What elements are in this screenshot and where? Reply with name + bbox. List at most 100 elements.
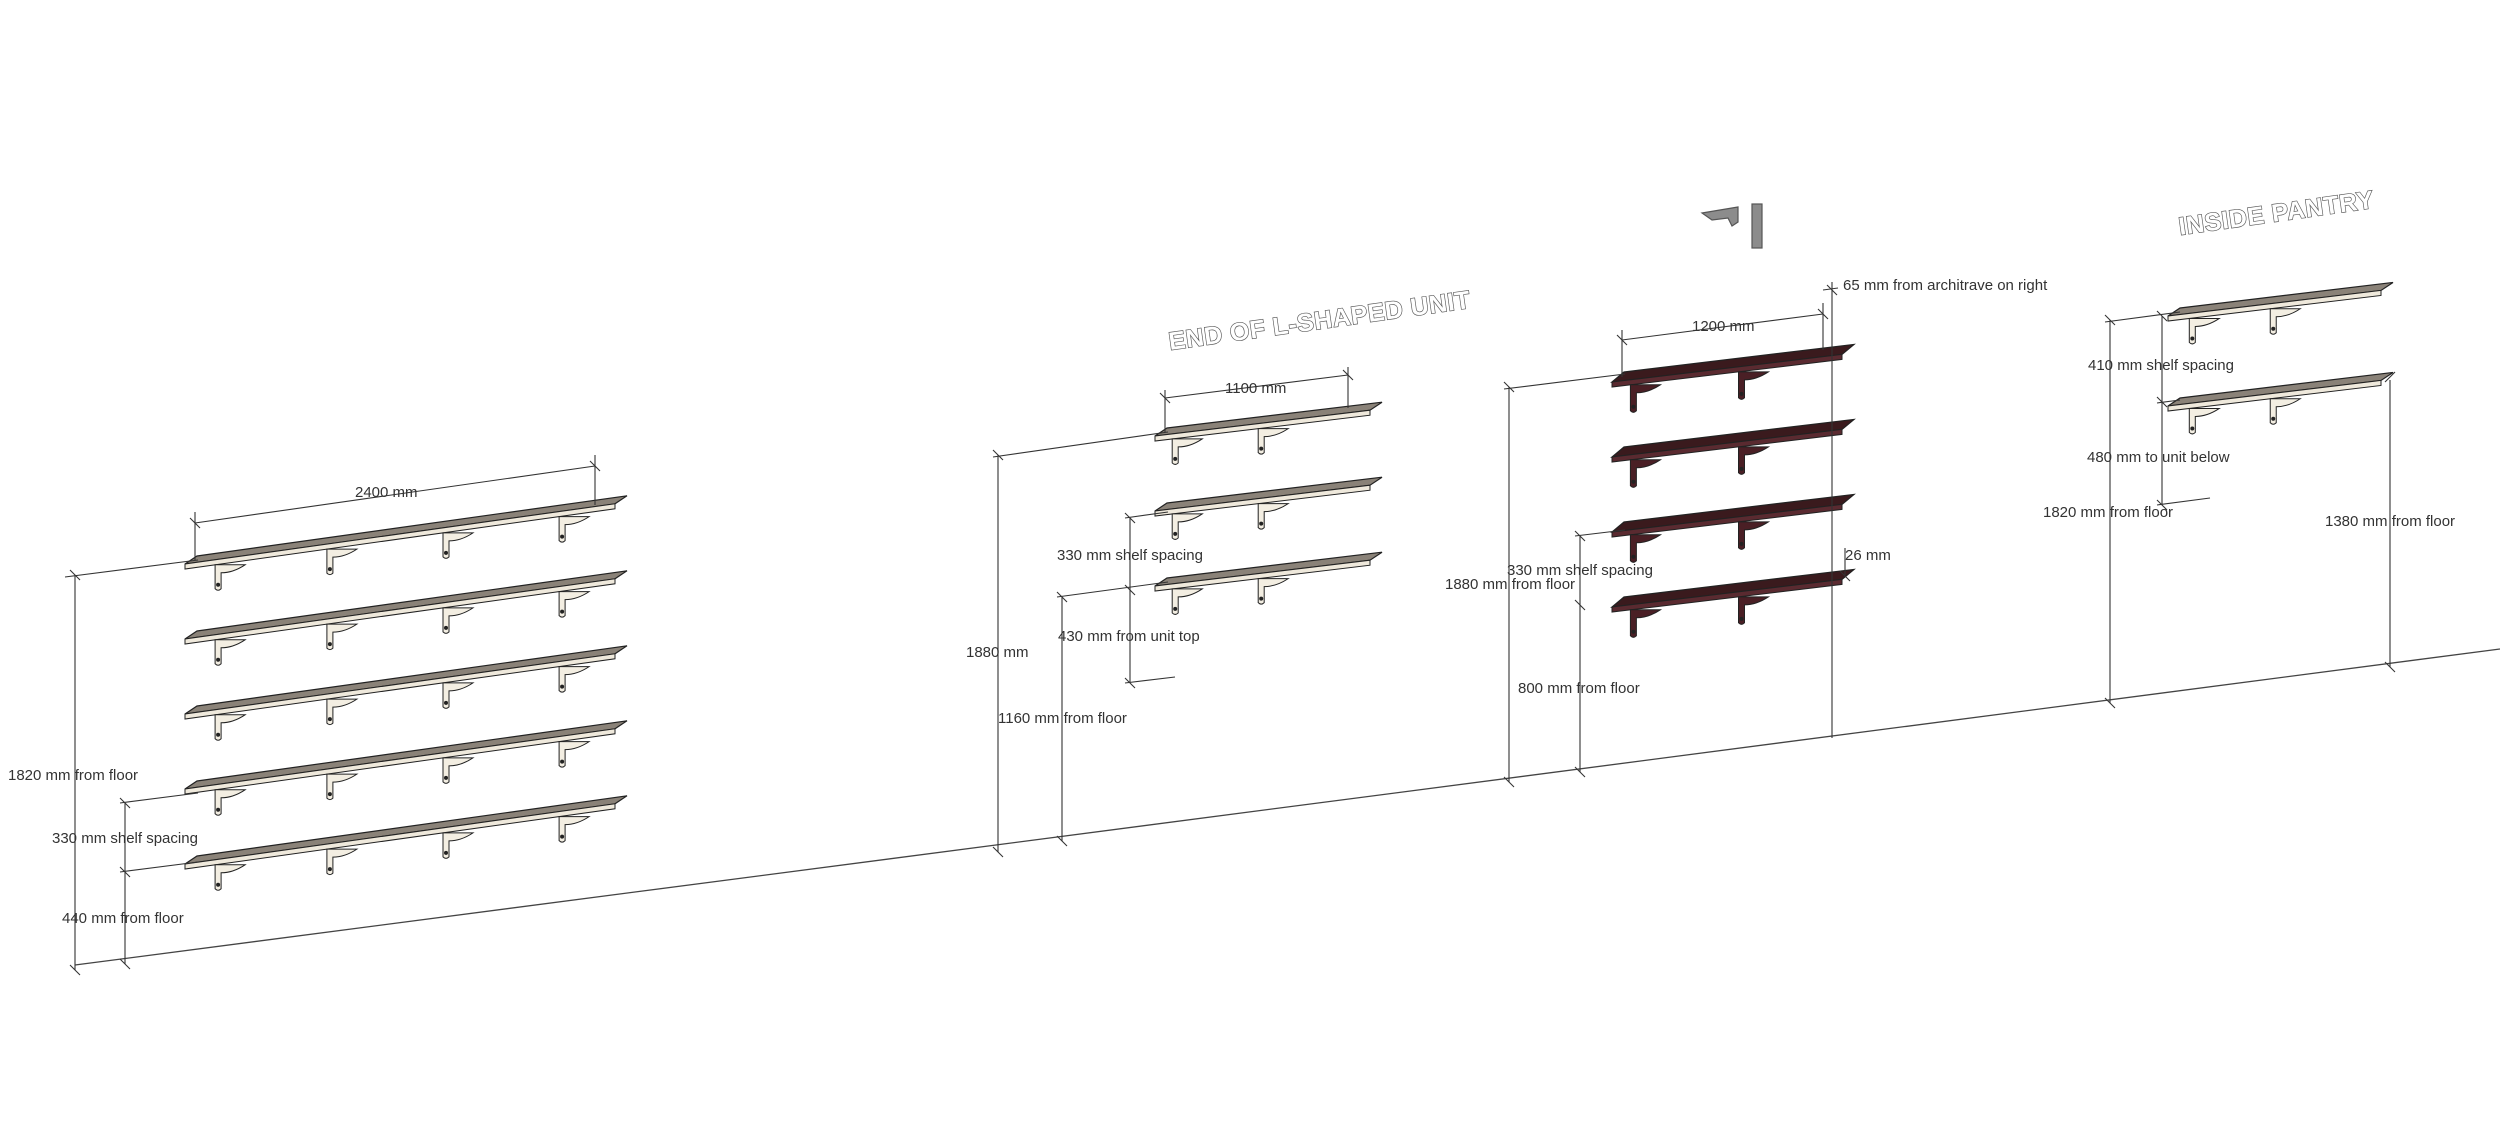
- screw: [327, 867, 332, 872]
- door-thickness-label: 26 mm: [1845, 547, 1891, 564]
- main-height-label: 1820 mm from floor: [8, 767, 138, 784]
- shelf-bracket: [2269, 308, 2302, 335]
- l-bottom-label: 1160 mm from floor: [998, 710, 1127, 727]
- shelf-bracket: [214, 714, 247, 741]
- screw: [1631, 554, 1636, 559]
- main-spacing-label: 330 mm shelf spacing: [52, 830, 198, 847]
- door-symbol-icon: [1700, 203, 1763, 249]
- shelf-bracket: [442, 532, 475, 559]
- shelf: [184, 645, 628, 741]
- pantry-dimensions: [2104, 310, 2396, 709]
- shelf-bracket: [1171, 438, 1204, 465]
- shelf-front: [1611, 353, 1843, 388]
- shelf: [2167, 371, 2394, 435]
- screw: [2190, 336, 2195, 341]
- shelf-bracket: [1171, 513, 1204, 540]
- shelf: [184, 720, 628, 816]
- screw: [327, 717, 332, 722]
- l-unit-top-label: 430 mm from unit top: [1058, 628, 1200, 645]
- shelf-bracket: [442, 757, 475, 784]
- screw: [327, 567, 332, 572]
- screw: [1259, 596, 1264, 601]
- l-height-label: 1880 mm: [966, 644, 1029, 661]
- shelf-front: [184, 728, 616, 795]
- screw: [327, 642, 332, 647]
- shelf: [2167, 281, 2394, 345]
- screw: [216, 807, 221, 812]
- shelf-front: [1154, 559, 1371, 592]
- main-wall-shelves: [184, 495, 628, 891]
- screw: [444, 775, 448, 780]
- shelf-bracket: [1629, 534, 1663, 563]
- screw: [1173, 531, 1178, 536]
- shelf-bracket: [1738, 446, 1771, 475]
- screw: [216, 882, 221, 887]
- shelf-bracket: [326, 773, 359, 801]
- shelf-top: [1610, 343, 1856, 383]
- screw: [1259, 446, 1264, 451]
- main-bottom-label: 440 mm from floor: [62, 910, 184, 927]
- shelf-front: [1611, 428, 1843, 463]
- screw: [560, 609, 565, 614]
- shelf-front: [184, 503, 616, 570]
- screw: [444, 625, 448, 630]
- shelf-front: [2167, 379, 2382, 412]
- screw: [444, 700, 448, 705]
- pantry-unit-below-label: 480 mm to unit below: [2087, 449, 2230, 466]
- shelf-bracket: [1257, 578, 1290, 605]
- door-unit-shelves: [1610, 343, 1856, 638]
- shelf-bracket: [326, 848, 359, 876]
- screw: [216, 582, 221, 587]
- shelf-bracket: [558, 591, 591, 618]
- shelf-bracket: [2188, 317, 2221, 345]
- l-unit-shelves: [1154, 401, 1383, 615]
- shelf: [1610, 568, 1856, 638]
- shelf-bracket: [2188, 407, 2221, 435]
- shelf-front: [2167, 289, 2382, 322]
- shelf: [1154, 401, 1383, 465]
- screw: [2271, 416, 2276, 421]
- door-spacing-label: 330 mm shelf spacing: [1507, 562, 1653, 579]
- screw: [560, 759, 565, 764]
- shelf: [184, 795, 628, 891]
- shelf-bracket: [1629, 609, 1663, 638]
- shelf-top: [1610, 418, 1856, 458]
- screw: [216, 657, 221, 662]
- shelf-bracket: [326, 623, 359, 651]
- floor-line: [74, 648, 2500, 966]
- shelf-bracket: [1629, 459, 1663, 488]
- screw: [2190, 426, 2195, 431]
- shelf-top: [1610, 493, 1856, 533]
- shelf-front: [1154, 409, 1371, 442]
- shelf-bracket: [326, 698, 359, 726]
- pantry-height-label: 1820 mm from floor: [2043, 504, 2173, 521]
- shelf-bracket: [214, 564, 247, 591]
- shelf-bracket: [1257, 503, 1290, 530]
- screw: [2271, 326, 2276, 331]
- pantry-shelves: [2167, 281, 2394, 435]
- screw: [216, 732, 221, 737]
- shelf-bracket: [442, 682, 475, 709]
- shelf-front: [184, 578, 616, 645]
- screw: [1739, 616, 1744, 621]
- screw: [1739, 391, 1744, 396]
- door-height-label: 1880 mm from floor: [1445, 576, 1575, 593]
- shelf: [184, 495, 628, 591]
- shelf-bracket: [1171, 588, 1204, 615]
- shelf: [1154, 551, 1383, 615]
- shelf-front: [184, 803, 616, 870]
- main-width-label: 2400 mm: [355, 484, 418, 501]
- shelf-bracket: [1629, 384, 1663, 413]
- shelf: [1610, 343, 1856, 413]
- shelf-bracket: [442, 832, 475, 859]
- shelf-bracket: [214, 639, 247, 666]
- shelf-bracket: [1738, 596, 1771, 625]
- screw: [444, 850, 448, 855]
- screw: [327, 792, 332, 797]
- shelf-bracket: [2269, 398, 2302, 425]
- pantry-spacing-label: 410 mm shelf spacing: [2088, 357, 2234, 374]
- screw: [1259, 521, 1264, 526]
- shelf-bracket: [214, 789, 247, 816]
